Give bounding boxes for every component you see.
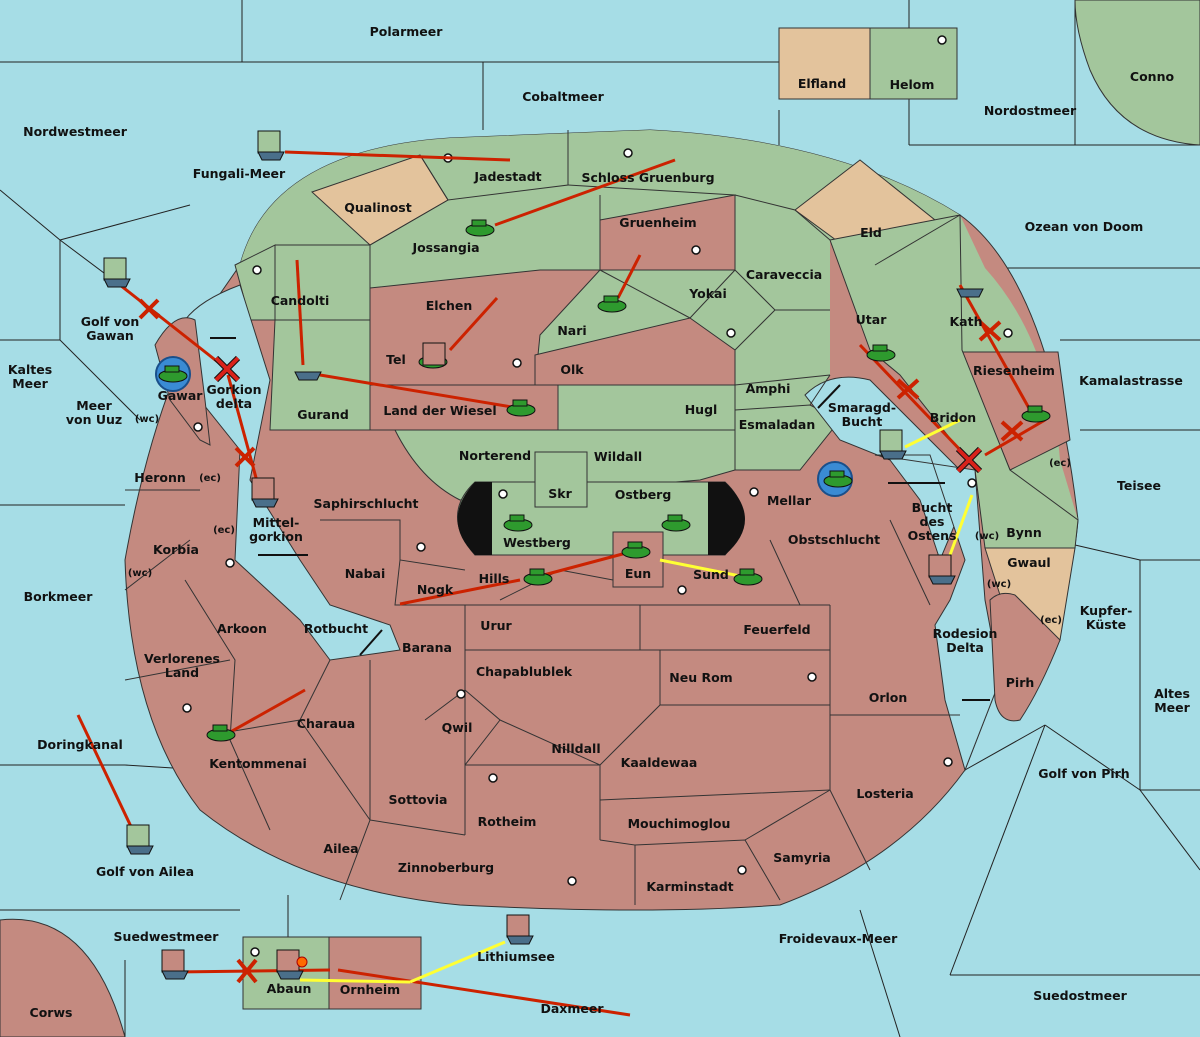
- support-arrows: [299, 418, 974, 984]
- region-pirh[interactable]: [989, 592, 1061, 722]
- ship-icon: [928, 554, 956, 585]
- army-units: [158, 219, 1051, 742]
- explosion-icon: [296, 956, 308, 968]
- tank-icon: [1021, 405, 1051, 423]
- region-olk[interactable]: [534, 317, 736, 386]
- region-corws[interactable]: [0, 918, 126, 1037]
- region-conno[interactable]: [1074, 0, 1200, 146]
- dislodge-marks: [214, 356, 982, 473]
- failed-move-marks: [138, 298, 1024, 984]
- region-ornheim[interactable]: [328, 936, 422, 1010]
- supply-centers: [182, 35, 1013, 957]
- ship-icon: [126, 824, 154, 855]
- ship-icon: [879, 429, 907, 460]
- tank-icon: [523, 568, 553, 586]
- ship-icon: [103, 257, 131, 288]
- tank-icon: [823, 470, 853, 488]
- tank-icon: [465, 219, 495, 237]
- tank-icon: [506, 399, 536, 417]
- ship-icon: [422, 342, 446, 366]
- tank-icon: [503, 514, 533, 532]
- region-esmaladan[interactable]: [734, 404, 841, 471]
- ship-icon: [294, 371, 322, 381]
- sea-smaragd-ostens[interactable]: [804, 376, 966, 562]
- tank-icon: [158, 365, 188, 383]
- ship-icon: [956, 288, 984, 298]
- ship-icon: [506, 914, 534, 945]
- ship-icon: [257, 130, 285, 161]
- tank-icon: [733, 568, 763, 586]
- tank-icon: [206, 724, 236, 742]
- tank-icon: [661, 514, 691, 532]
- region-elfland[interactable]: [778, 27, 871, 100]
- tank-icon: [866, 344, 896, 362]
- center-east-cap: [708, 482, 745, 555]
- region-skr[interactable]: [534, 451, 588, 508]
- ship-icon: [276, 949, 304, 980]
- connection-arrows: [210, 337, 990, 701]
- tank-icon: [597, 295, 627, 313]
- ship-icon: [161, 949, 189, 980]
- region-eun[interactable]: [612, 531, 664, 588]
- center-west-cap: [457, 482, 492, 555]
- sea-bucht-ostens[interactable]: [874, 454, 1001, 772]
- fleet-units: [103, 130, 984, 980]
- region-utar-bynn[interactable]: [829, 214, 1079, 549]
- tank-icon: [621, 541, 651, 559]
- ship-icon: [251, 477, 279, 508]
